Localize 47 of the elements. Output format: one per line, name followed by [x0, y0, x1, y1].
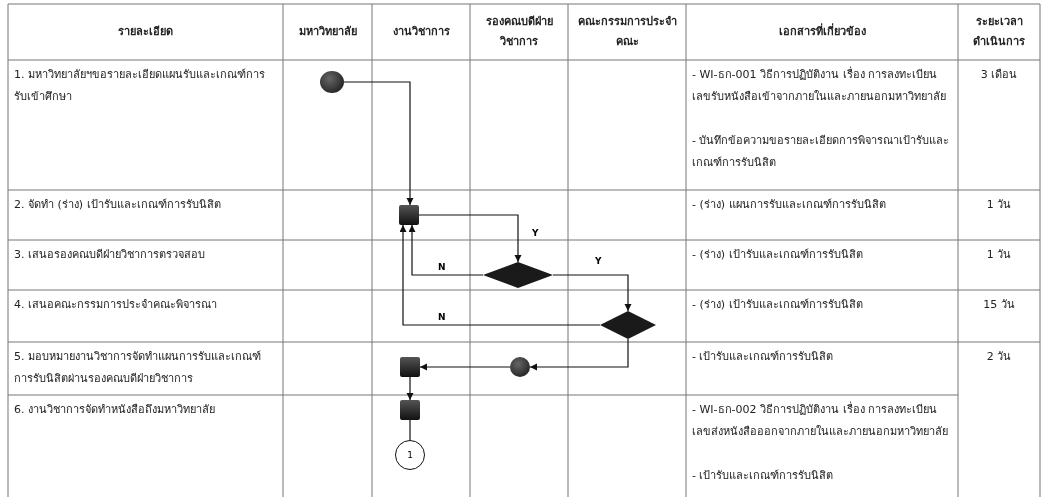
arrow	[399, 224, 601, 326]
document-reference: - บันทึกข้อความขอรายละเอียดการพิจารณาเป้ารับและเกณฑ์การรับนิสิต	[692, 133, 950, 171]
duration-text: 1 วัน	[985, 247, 1013, 263]
column-header: คณะกรรมการประจำคณะ	[576, 14, 678, 50]
duration-text: 3 เดือน	[979, 67, 1019, 83]
start-circle	[320, 71, 344, 93]
arrow	[529, 338, 629, 371]
column-header: งานวิชาการ	[391, 24, 451, 40]
edge-label: Y	[530, 228, 541, 239]
connector-line	[409, 419, 411, 441]
step-description: 6. งานวิชาการจัดทำหนังสือถึงมหาวิทยาลัย	[14, 402, 216, 418]
arrow	[343, 81, 414, 206]
column-header: มหาวิทยาลัย	[297, 24, 358, 40]
column-header: รองคณบดีฝ่ายวิชาการ	[484, 14, 554, 50]
arrow	[406, 376, 414, 401]
decision-diamond	[483, 262, 553, 288]
document-reference: - (ร่าง) เป้ารับและเกณฑ์การรับนิสิต	[692, 247, 864, 263]
arrow	[419, 363, 511, 371]
step-description: 4. เสนอคณะกรรมการประจำคณะพิจารณา	[14, 297, 218, 313]
document-reference: - WI-ธก-002 วิธีการปฏิบัติงาน เรื่อง การลงทะเบียนเลขส่งหนังสือออกจากภายในและภายนอกมหาวิทยาลัย	[692, 400, 949, 440]
process-box	[400, 357, 420, 377]
arrow	[552, 274, 632, 312]
process-box	[400, 400, 420, 420]
duration-text: 15 วัน	[982, 297, 1016, 313]
edge-label: N	[436, 262, 448, 273]
document-reference: - เป้ารับและเกณฑ์การรับนิสิต	[692, 349, 835, 365]
page-connector-circle: 1	[395, 440, 425, 470]
document-reference: - เป้ารับและเกณฑ์การรับนิสิต	[692, 468, 835, 484]
arrow	[408, 224, 484, 276]
step-description: 1. มหาวิทยาลัยฯขอรายละเอียดแผนรับและเกณฑ์การรับเข้าศึกษา	[14, 67, 266, 105]
column-header: ระยะเวลาดำเนินการ	[972, 14, 1026, 50]
decision-diamond	[600, 311, 656, 339]
connector-circle	[510, 357, 530, 377]
step-description: 3. เสนอรองคณบดีฝ่ายวิชาการตรวจสอบ	[14, 247, 206, 263]
arrow	[418, 214, 522, 263]
duration-text: 2 วัน	[985, 349, 1013, 365]
process-box	[399, 205, 419, 225]
column-header: เอกสารที่เกี่ยวข้อง	[777, 22, 867, 40]
document-reference: - (ร่าง) เป้ารับและเกณฑ์การรับนิสิต	[692, 297, 864, 313]
column-header: รายละเอียด	[117, 24, 174, 40]
step-description: 5. มอบหมายงานวิชาการจัดทำแผนการรับและเกณฑ์การรับนิสิตผ่านรองคณบดีฝ่ายวิชาการ	[14, 349, 262, 387]
edge-label: N	[436, 312, 448, 323]
duration-text: 1 วัน	[985, 197, 1013, 213]
step-description: 2. จัดทำ (ร่าง) เป้ารับและเกณฑ์การรับนิสิต	[14, 197, 222, 213]
edge-label: Y	[593, 256, 604, 267]
document-reference: - WI-ธก-001 วิธีการปฏิบัติงาน เรื่อง การลงทะเบียนเลขรับหนังสือเข้าจากภายในและภายนอกมหาวิทยาลัย	[692, 65, 947, 105]
document-reference: - (ร่าง) แผนการรับและเกณฑ์การรับนิสิต	[692, 197, 887, 213]
